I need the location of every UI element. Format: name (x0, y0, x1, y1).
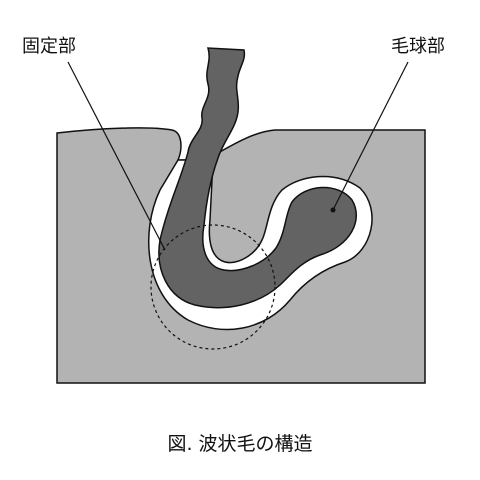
skin-tissue (56, 127, 426, 384)
fixed-part-leader-line (67, 61, 166, 251)
bulb-part-label: 毛球部 (391, 36, 445, 57)
hair-shaft (158, 47, 357, 309)
bulb-pointer-dot (330, 207, 336, 213)
figure-caption: 図. 波状毛の構造 (167, 433, 312, 455)
bulb-part-leader-line (332, 61, 409, 211)
fixed-part-label: 固定部 (22, 36, 76, 57)
fixed-part-focus-circle (150, 224, 276, 350)
